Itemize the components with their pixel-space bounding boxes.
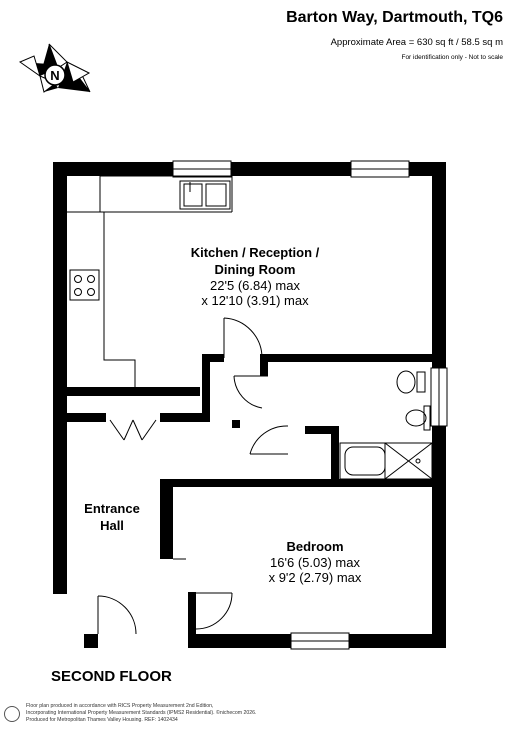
kitchen-units <box>67 175 233 387</box>
room-dimension: x 9'2 (2.79) max <box>268 570 362 585</box>
rics-logo-icon <box>4 706 20 722</box>
room-bedroom-label: Bedroom 16'6 (5.03) max x 9'2 (2.79) max <box>225 538 405 585</box>
scale-note: For identification only - Not to scale <box>401 54 503 61</box>
room-dimension: 16'6 (5.03) max <box>270 555 360 570</box>
approximate-area: Approximate Area = 630 sq ft / 58.5 sq m <box>330 37 503 48</box>
footer-line: Produced for Metropolitan Thames Valley … <box>26 717 178 723</box>
property-title: Barton Way, Dartmouth, TQ6 <box>286 9 503 26</box>
door-swings <box>97 317 289 635</box>
footer-line: Floor plan produced in accordance with R… <box>26 703 214 709</box>
room-name-line: Hall <box>100 518 124 533</box>
floor-label: SECOND FLOOR <box>51 668 172 685</box>
compass-icon: N <box>18 43 91 93</box>
room-name-line: Dining Room <box>214 262 296 277</box>
room-name-line: Bedroom <box>286 539 344 554</box>
compass-letter: N <box>50 68 59 83</box>
footer-line: Incorporating International Property Mea… <box>26 710 257 716</box>
room-kitchen-label: Kitchen / Reception / Dining Room 22'5 (… <box>150 244 360 308</box>
interior-walls <box>67 354 432 648</box>
windows <box>172 160 448 650</box>
footer-notes: Floor plan produced in accordance with R… <box>26 703 256 724</box>
bathroom-fittings <box>339 370 433 480</box>
room-dimension: 22'5 (6.84) max <box>210 278 300 293</box>
room-hall-label: Entrance Hall <box>68 500 156 534</box>
room-name-line: Entrance <box>84 501 140 516</box>
room-name-line: Kitchen / Reception / <box>190 245 320 260</box>
room-dimension: x 12'10 (3.91) max <box>201 293 309 308</box>
